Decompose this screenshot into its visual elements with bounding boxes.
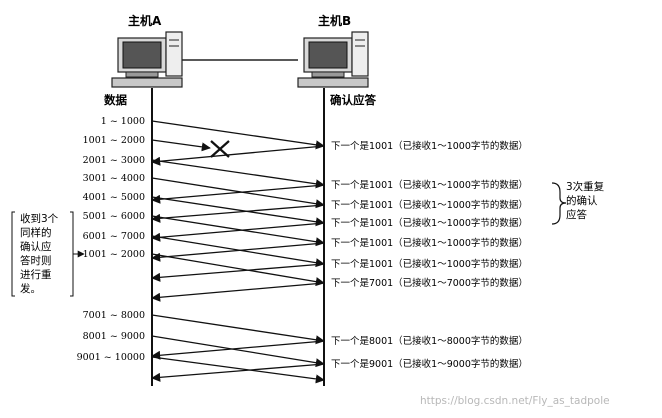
host-a-computer-icon [111, 31, 183, 88]
segment-range-label: 2001 ~ 3000 [83, 155, 145, 166]
segment-range-label: 5001 ~ 6000 [83, 211, 145, 222]
dup-ack-brace [551, 182, 567, 225]
data-segment-arrow [151, 196, 325, 227]
ack-arrow [151, 363, 325, 382]
segment-range-label: 9001 ~ 10000 [77, 352, 145, 363]
ack-label: 下一个是7001（已接收1～7000字节的数据） [331, 277, 528, 289]
ack-arrow [151, 242, 325, 262]
resend-note: 收到3个 同样的 确认应 答时则 进行重 发。 [11, 211, 85, 297]
resend-note-line: 收到3个 [20, 212, 59, 225]
segment-range-label: 1001 ~ 2000 [83, 135, 145, 146]
data-segment-arrow [151, 177, 325, 209]
ack-arrow [151, 282, 325, 302]
segment-range-label: 7001 ~ 8000 [83, 310, 145, 321]
ack-arrow [151, 204, 325, 223]
ack-label: 下一个是8001（已接收1～8000字节的数据） [331, 335, 528, 347]
lost-segment-arrow [151, 139, 211, 152]
ack-arrow [151, 263, 325, 282]
resend-note-line: 答时则 [20, 254, 52, 267]
ack-label: 下一个是1001（已接收1～1000字节的数据） [331, 258, 528, 270]
ack-label: 下一个是1001（已接收1～1000字节的数据） [331, 217, 528, 229]
data-segment-arrow [151, 356, 325, 384]
data-segment-arrow [151, 253, 325, 287]
ack-arrow [151, 184, 325, 204]
ack-label: 下一个是1001（已接收1～1000字节的数据） [331, 199, 528, 211]
host-a-label: 主机A [128, 13, 162, 28]
segment-range-label: 1001 ~ 2000 [83, 249, 145, 260]
ack-column-header: 确认应答 [330, 93, 376, 107]
ack-label: 下一个是9001（已接收1～9000字节的数据） [331, 358, 528, 370]
segment-range-label: 3001 ~ 4000 [83, 173, 145, 184]
ack-label: 下一个是1001（已接收1～1000字节的数据） [331, 179, 528, 191]
ack-label: 下一个是1001（已接收1～1000字节的数据） [331, 140, 528, 152]
data-segment-arrow [151, 335, 325, 368]
ack-label: 下一个是1001（已接收1～1000字节的数据） [331, 237, 528, 249]
resend-note-line: 发。 [20, 282, 41, 295]
data-segment-arrow [151, 215, 325, 247]
dup-ack-note: 3次重复 的确认 应答 [551, 180, 605, 225]
resend-note-line: 同样的 [20, 226, 52, 239]
ack-arrow [151, 340, 325, 360]
data-segment-arrow [151, 314, 325, 345]
data-segment-arrow [151, 120, 325, 150]
segment-range-label: 8001 ~ 9000 [83, 331, 145, 342]
host-b-computer-icon [297, 31, 369, 88]
watermark: https://blog.csdn.net/Fly_as_tadpole [420, 395, 610, 407]
dup-ack-note-line: 3次重复 [566, 180, 605, 193]
ack-arrow [151, 145, 325, 166]
data-segment-arrow [151, 159, 325, 189]
lost-segment-x-icon [210, 140, 230, 158]
segment-range-label: 6001 ~ 7000 [83, 231, 145, 242]
resend-note-line: 确认应 [20, 240, 52, 253]
host-b-label: 主机B [318, 13, 351, 28]
ack-arrow [151, 222, 325, 242]
dup-ack-note-line: 的确认 [566, 194, 598, 207]
segment-range-label: 4001 ~ 5000 [83, 192, 145, 203]
resend-note-line: 进行重 [20, 268, 52, 281]
segment-range-label: 1 ~ 1000 [101, 116, 145, 127]
dup-ack-note-line: 应答 [566, 208, 587, 221]
data-column-header: 数据 [104, 93, 127, 107]
